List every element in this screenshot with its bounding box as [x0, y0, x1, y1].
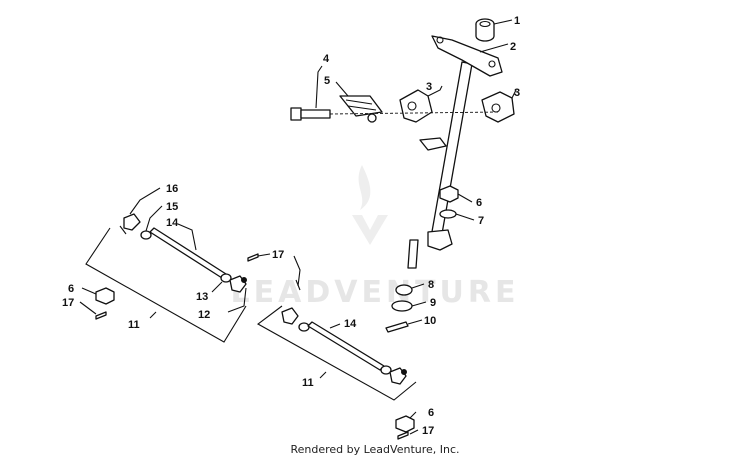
shaft-bracket	[419, 137, 447, 151]
nut-part-6-upper	[439, 185, 459, 203]
cotter-pin-part-17-center	[247, 253, 259, 262]
bolt-part-4	[290, 107, 331, 121]
watermark: LEADVENTURE	[231, 165, 520, 310]
callout-14-right: 14	[344, 318, 357, 330]
callout-17-center: 17	[272, 249, 284, 261]
callout-11-right: 11	[302, 377, 314, 389]
jam-nut-part-13	[220, 273, 232, 283]
tie-rod-end-part-16	[123, 213, 141, 231]
callout-14-left: 14	[166, 217, 179, 229]
cap-part-9	[391, 300, 413, 312]
callout-10: 10	[424, 315, 436, 327]
left-tie-rod-assembly	[85, 213, 259, 343]
callout-5: 5	[324, 75, 330, 87]
right-tie-rod-assembly	[256, 279, 417, 440]
callout-17-lower: 17	[422, 425, 434, 437]
callout-7: 7	[478, 215, 484, 227]
callout-4: 4	[323, 53, 330, 65]
callout-6-upper: 6	[476, 197, 482, 209]
callout-6-lower: 6	[428, 407, 434, 419]
callout-13: 13	[196, 291, 208, 303]
pitman-arm	[427, 229, 453, 251]
assembly-bracket-right	[256, 305, 417, 401]
callout-15: 15	[166, 201, 178, 213]
plate-part-5	[339, 95, 383, 123]
render-credit: Rendered by LeadVenture, Inc.	[290, 443, 460, 456]
cotter-pin-part-17-lower	[397, 431, 409, 440]
bolt-part-10	[385, 321, 409, 333]
callout-3-left: 3	[426, 81, 432, 93]
shaft-spline	[407, 239, 419, 269]
nut-part-6-lower	[395, 415, 415, 433]
assembly-bracket-left	[85, 227, 247, 343]
callout-1: 1	[514, 15, 520, 27]
callout-17-left: 17	[62, 297, 74, 309]
callout-11-left: 11	[128, 319, 140, 331]
cotter-pin-part-17-left	[95, 311, 107, 320]
clamp-block-right-part-3	[481, 91, 515, 123]
washer-part-7	[439, 209, 457, 219]
bushing-part-8	[395, 284, 413, 296]
leader-lines	[79, 19, 517, 435]
callout-2: 2	[510, 41, 516, 53]
watermark-text: LEADVENTURE	[231, 275, 520, 310]
callout-8: 8	[428, 279, 434, 291]
nut-part-6-left	[95, 287, 115, 305]
callout-16: 16	[166, 183, 178, 195]
steering-plate-part-2	[431, 35, 503, 77]
callout-6-left: 6	[68, 283, 74, 295]
clamp-block-left-part-3	[399, 89, 433, 123]
callout-12: 12	[198, 309, 210, 321]
bushing-part-1	[475, 18, 495, 42]
callout-labels: 1 2 3 3 4 5 6 7 8 9 10 16 15 14 13 12 11…	[62, 15, 520, 437]
tie-rod-part-14-left	[149, 227, 227, 279]
steering-post-assembly	[290, 18, 515, 333]
assembly-centerline	[329, 111, 501, 115]
callout-3-right: 3	[514, 87, 520, 99]
watermark-logo	[352, 165, 388, 245]
tie-rod-end-right-inner	[281, 307, 299, 325]
callout-9: 9	[430, 297, 436, 309]
